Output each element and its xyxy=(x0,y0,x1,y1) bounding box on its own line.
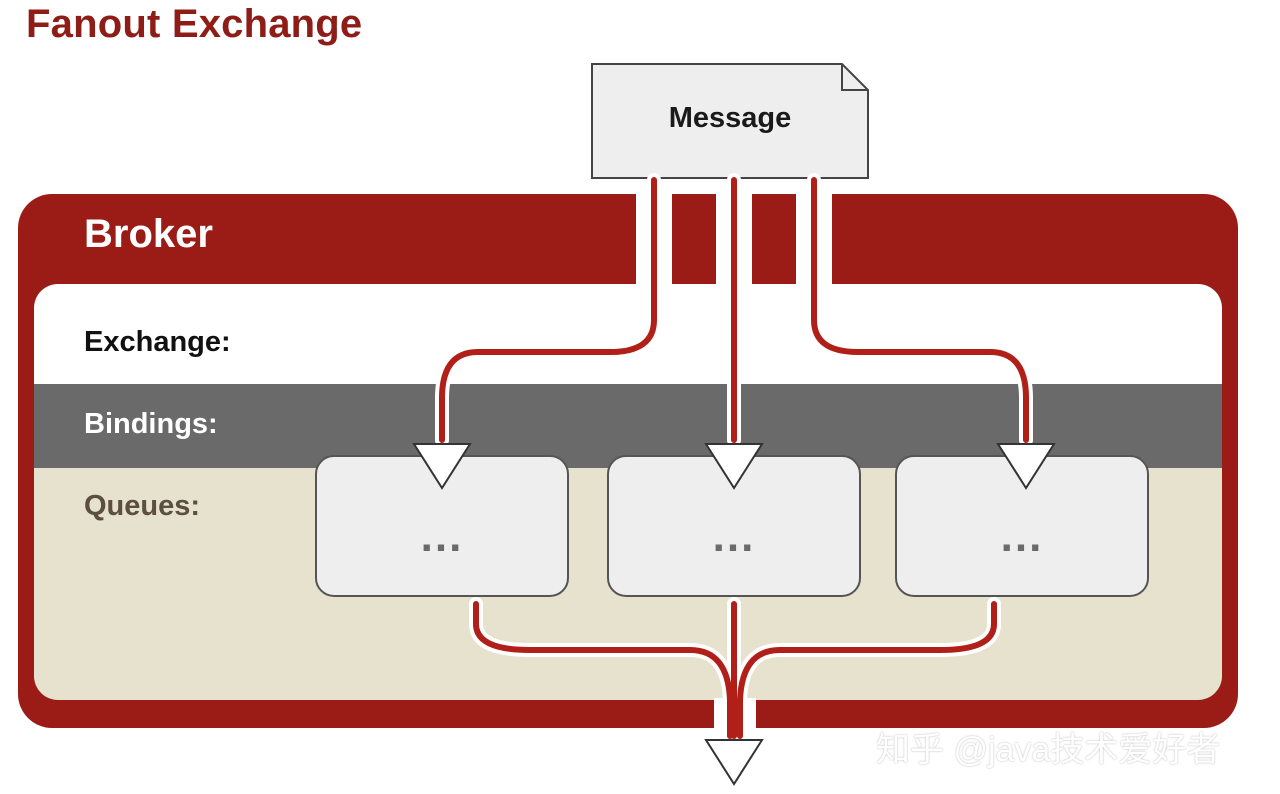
queue-1-contents: ... xyxy=(420,512,464,561)
bindings-label: Bindings: xyxy=(84,408,218,440)
binding-arrow-1 xyxy=(412,443,472,490)
message-label: Message xyxy=(668,102,792,134)
binding-arrow-3 xyxy=(996,443,1056,490)
watermark: 知乎 @java技术爱好者 xyxy=(876,731,1221,769)
binding-arrow-2 xyxy=(704,443,764,490)
inbound-routes xyxy=(435,173,1033,447)
queue-3-contents: ... xyxy=(1000,512,1044,561)
diagram-title: Fanout Exchange xyxy=(26,2,363,46)
binding-arrows xyxy=(412,443,1056,490)
queues-label: Queues: xyxy=(84,490,201,522)
queue-boxes xyxy=(315,455,1149,597)
output-arrow xyxy=(704,739,764,786)
outbound-routes xyxy=(469,597,1001,743)
message-document xyxy=(591,63,869,179)
exchange-label: Exchange: xyxy=(84,326,231,358)
queue-2-contents: ... xyxy=(712,512,756,561)
broker-label: Broker xyxy=(84,212,213,256)
